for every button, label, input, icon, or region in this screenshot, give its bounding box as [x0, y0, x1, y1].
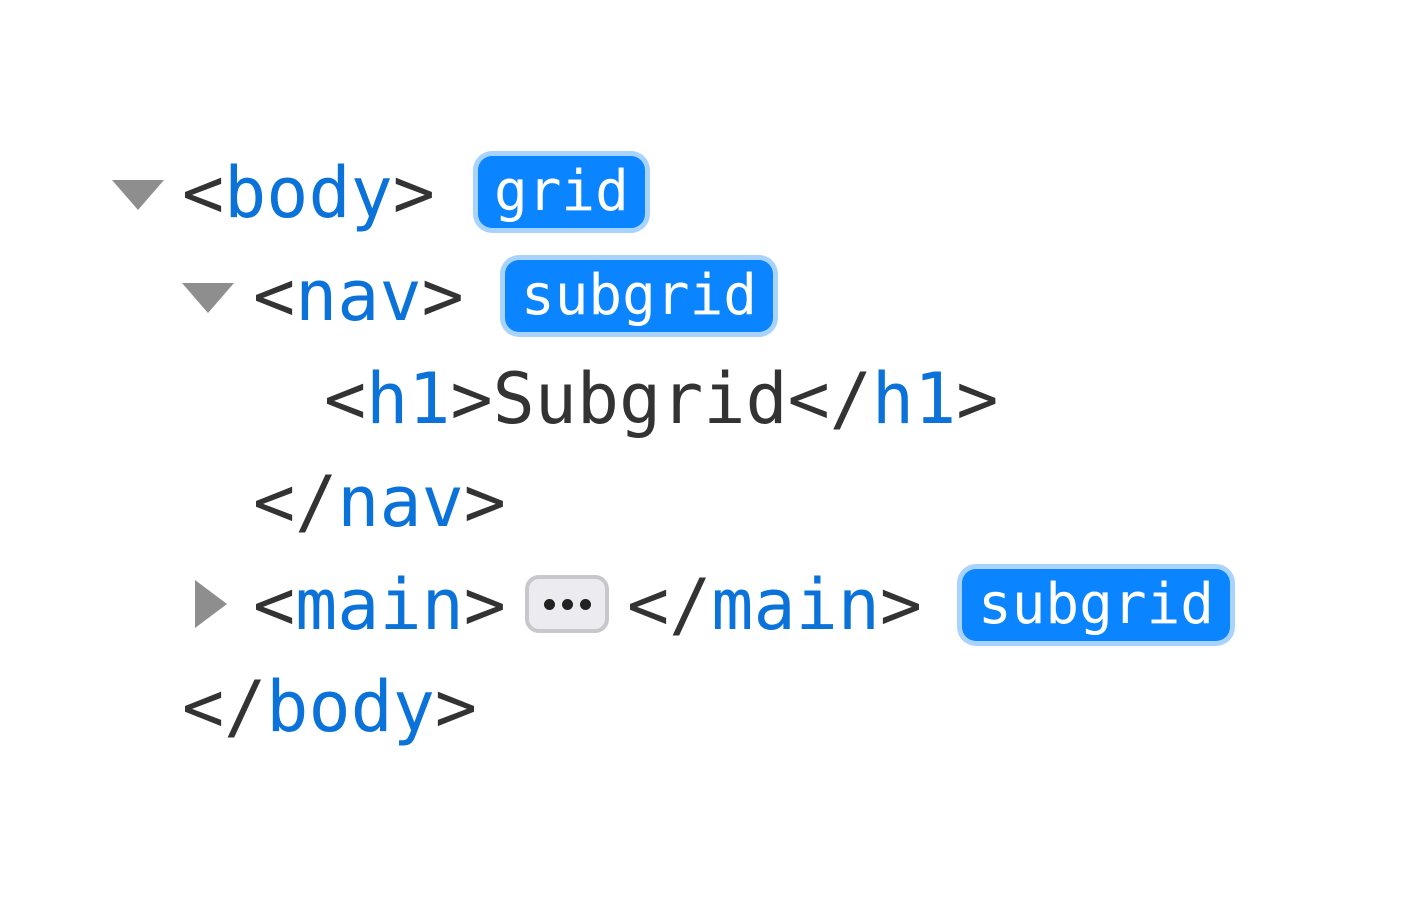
tag-bracket-open-close: </ — [787, 358, 872, 440]
subgrid-badge-nav[interactable]: subgrid — [505, 260, 774, 332]
triangle-right-icon[interactable] — [195, 580, 227, 628]
tag-bracket-open: < — [182, 152, 225, 234]
triangle-down-icon[interactable] — [112, 180, 164, 210]
tag-name-main: main — [295, 564, 464, 646]
tag-bracket-open-close: </ — [182, 666, 267, 748]
tag-bracket-close: > — [463, 564, 506, 646]
tag-name-main-close: main — [711, 564, 880, 646]
h1-element[interactable]: <h1>Subgrid</h1> — [324, 354, 998, 444]
body-open-tag[interactable]: <body> — [182, 148, 435, 238]
triangle-down-icon[interactable] — [182, 283, 234, 313]
nav-close-tag[interactable]: </nav> — [253, 457, 506, 547]
tag-name-h1-close: h1 — [871, 358, 957, 440]
tag-name-nav: nav — [295, 255, 422, 337]
tag-name-h1: h1 — [366, 358, 451, 440]
tag-bracket-open: < — [324, 358, 367, 440]
nav-open-tag[interactable]: <nav> — [253, 251, 464, 341]
tag-name-nav-close: nav — [337, 461, 464, 543]
body-close-tag[interactable]: </body> — [182, 662, 477, 752]
tag-bracket-open-close: </ — [627, 564, 712, 646]
ellipsis-dot — [543, 598, 555, 610]
tag-bracket-close: > — [463, 461, 506, 543]
ellipsis-icon[interactable] — [525, 575, 609, 633]
subgrid-badge-main[interactable]: subgrid — [962, 569, 1231, 641]
tag-name-body: body — [224, 152, 393, 234]
tag-bracket-open: < — [253, 255, 296, 337]
tag-bracket-open: < — [253, 564, 296, 646]
tag-bracket-close: > — [434, 666, 478, 748]
grid-badge[interactable]: grid — [478, 156, 645, 228]
h1-text-content: Subgrid — [492, 358, 788, 440]
tag-bracket-close: > — [392, 152, 435, 234]
tag-bracket-close: > — [450, 358, 493, 440]
tag-bracket-open-close: </ — [253, 461, 338, 543]
main-open-tag[interactable]: <main> — [253, 560, 506, 650]
tag-bracket-close: > — [421, 255, 464, 337]
tag-bracket-close: > — [956, 358, 999, 440]
ellipsis-dot — [561, 598, 573, 610]
ellipsis-dot — [579, 598, 591, 610]
tag-bracket-close: > — [879, 564, 923, 646]
main-close-tag[interactable]: </main> — [627, 560, 922, 650]
tag-name-body-close: body — [266, 666, 435, 748]
